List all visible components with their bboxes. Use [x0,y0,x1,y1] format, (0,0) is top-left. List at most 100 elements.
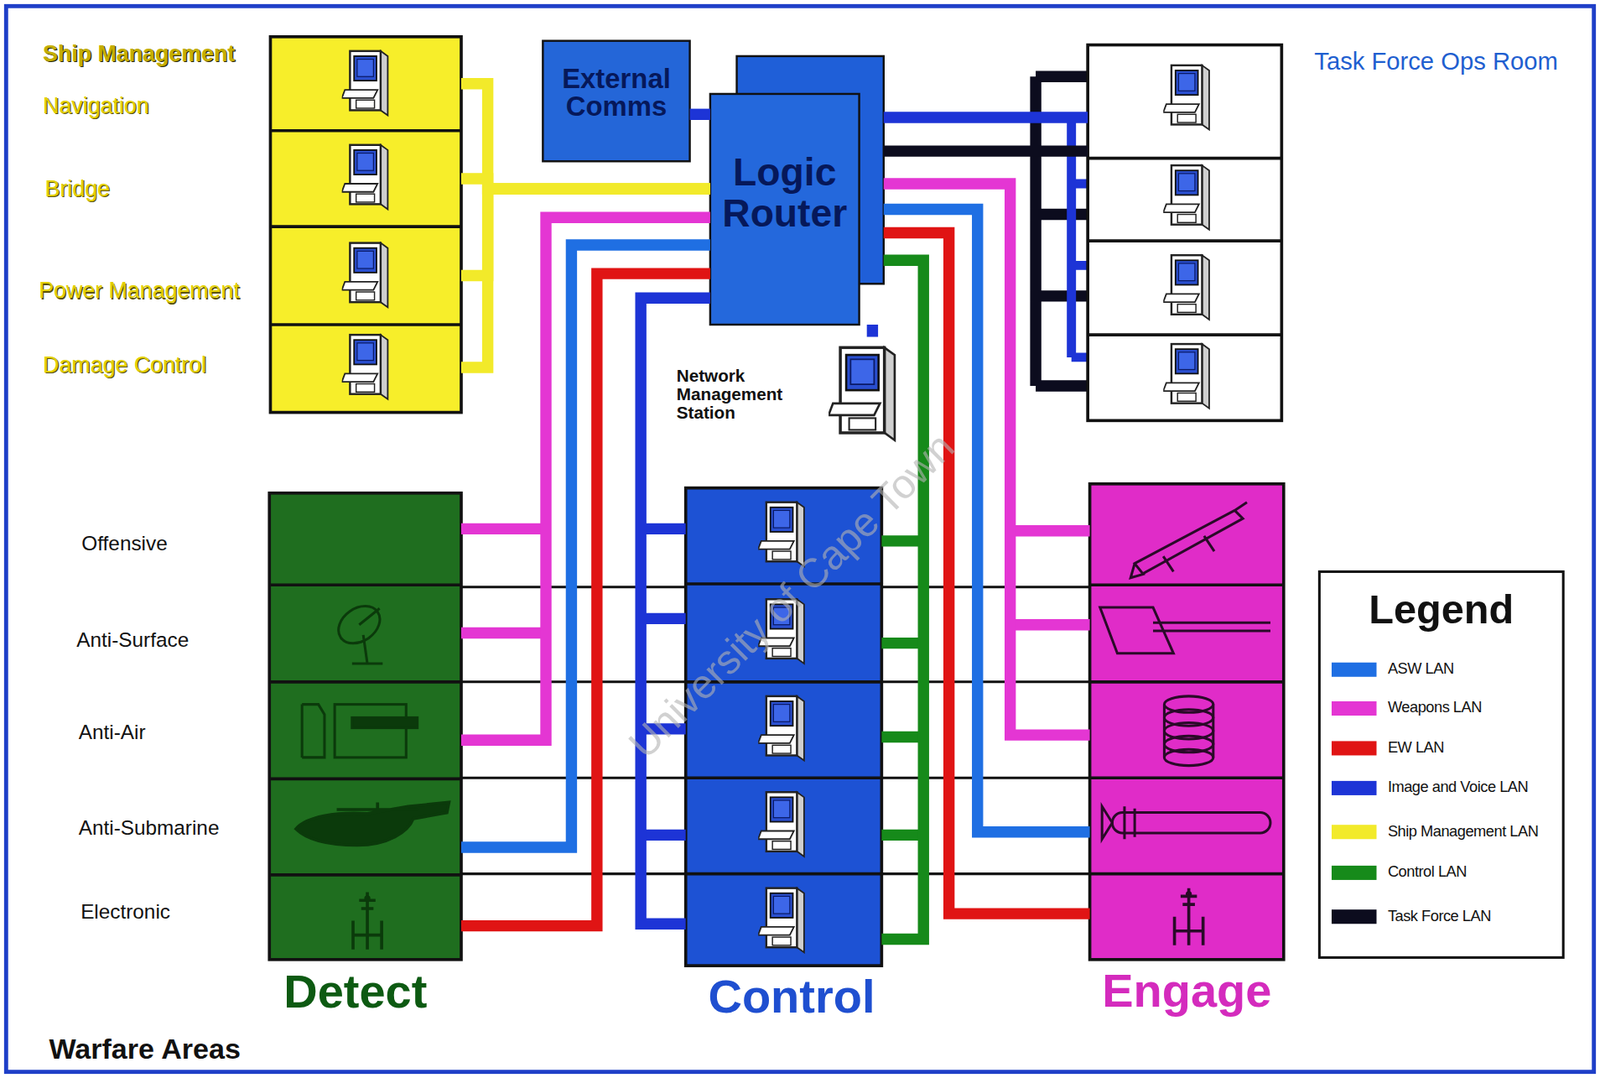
legend-swatch [1331,865,1377,880]
legend-title: Legend [1319,585,1564,633]
drawing-part [301,704,325,758]
node-text: Bridge [45,175,110,202]
navigation-cell: Navigation [270,36,462,131]
legend-swatch [1331,701,1377,716]
bridge-cell: Bridge [270,130,462,227]
drawing-part [1163,65,1210,130]
drawing-part [269,584,462,875]
drawing-part [1090,483,1284,960]
drawing-part [334,704,406,758]
drawing-part [296,801,450,845]
drawing-part [342,51,389,116]
external-comms-box: External Comms [542,41,690,162]
drawing-part [352,607,384,664]
legend-swatch [1331,909,1377,924]
row-label: Anti-Submarine [78,815,220,840]
legend-text: Weapons LAN [1387,697,1482,717]
drawing-part [710,93,860,325]
logic-router-box: Logic Router [710,56,884,325]
drawing-part [353,892,382,950]
drawing-part [1100,502,1271,840]
drawing-part [352,716,418,728]
engage-stack [1090,483,1284,960]
lan-connector [461,244,711,847]
drawing-part [269,493,462,960]
drawing-part [301,597,418,757]
drawing-part [1090,584,1284,873]
row-label: Anti-Surface [76,628,189,653]
drawing-part [542,41,690,162]
drawing-part [758,696,805,761]
drawing-part [270,36,462,413]
drawing-part [461,528,546,633]
node-text: Task Force Ops Room [1314,46,1559,76]
lan-connector [883,232,1091,914]
drawing-part [1100,607,1271,654]
legend-text: Image and Voice LAN [1387,777,1528,796]
row-label: Anti-Air [78,720,146,744]
node-text: Ship Management [42,41,235,68]
external-comms-box [542,41,690,162]
lan-branches [461,528,1091,835]
legend-swatch [1331,780,1377,795]
node-text: Logic Router [710,153,860,235]
engage-stack: Engage [1090,483,1284,960]
legend-box [1319,571,1564,957]
legend-swatch [1331,662,1377,677]
legend-text: ASW LAN [1387,659,1455,678]
node-text: Engage [1101,963,1272,1018]
drawing-part [1163,254,1210,320]
drawing-part [342,334,389,400]
node-text: External Comms [546,65,686,121]
drawing-part [342,145,389,210]
task-force-stack: Task Force Ops Room [1087,45,1282,421]
legend-text: Task Force LAN [1387,906,1491,925]
power-management-cell: Power Management [270,226,462,325]
legend-swatch [1331,740,1377,755]
logic-router-box [710,56,884,325]
detect-stack: Detect [269,493,462,960]
drawing-part [1163,165,1210,230]
drawing-part [1111,812,1271,833]
drawing-part [1163,343,1210,409]
detect-stack [269,493,462,960]
lan-connector [883,208,1091,832]
drawing-part [1010,530,1091,625]
legend-text: EW LAN [1387,737,1445,757]
network-management-station: Network Management Station [673,337,903,455]
drawing-part [758,791,805,857]
legend-text: Control LAN [1387,862,1467,881]
node-text: Damage Control [42,352,207,379]
lan-connector [867,324,878,338]
drawing-part [1130,502,1247,578]
drawing-part [881,540,924,835]
network-station-icon [828,347,895,440]
watermark: University of Cape Town [618,422,963,767]
drawing-part [1163,704,1213,758]
ship-management-stack [270,36,462,413]
drawing-part [1163,748,1213,765]
drawing-part [758,888,805,953]
section-title: Warfare Areas [48,1032,241,1065]
lan-connector [883,145,1088,156]
drawing-part [1087,158,1282,336]
lan-connector [690,109,711,120]
legend-text: Ship Management LAN [1387,821,1538,841]
task-force-stack [1035,45,1282,421]
node-text: Network Management Station [676,367,815,422]
lan-connector [461,273,711,926]
legend-swatch [1331,824,1377,839]
node-text: Power Management [38,277,240,304]
lan-connector [461,188,711,276]
row-label: Electronic [80,899,171,924]
damage-control-cell: Damage Control [270,324,462,413]
drawing-part [1087,45,1282,421]
drawing-part [1174,888,1204,946]
drawing-part [342,243,389,308]
node-text: Control [707,969,875,1024]
node-text: Navigation [42,93,149,120]
drawing-part [270,130,462,325]
node-text: Detect [283,964,427,1019]
